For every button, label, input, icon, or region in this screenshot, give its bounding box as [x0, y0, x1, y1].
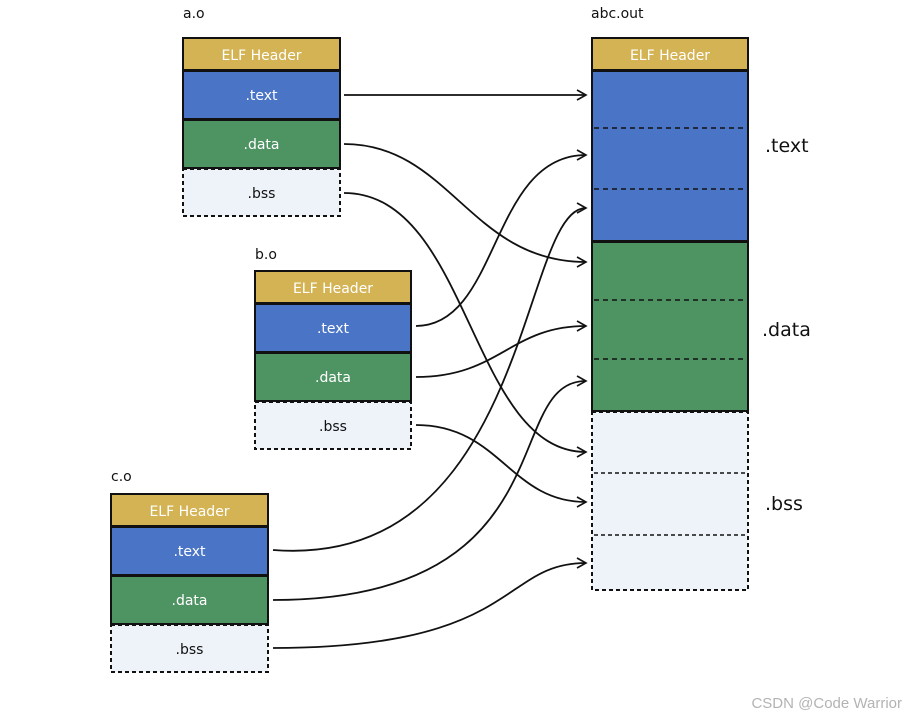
b-o-elf-header-label: ELF Header: [293, 281, 373, 297]
file-c-o-name: c.o: [111, 469, 132, 485]
abc-out-elf-header-label: ELF Header: [630, 48, 710, 64]
b-o-elf-header-block: [254, 270, 412, 304]
arrow-b-data-to-out-data: [415, 320, 588, 378]
arrow-b-text-to-out-text: [415, 149, 588, 327]
c-o-elf-header-block: [110, 493, 269, 527]
abc-out-data-caption: .data: [762, 319, 811, 341]
arrow-a-bss-to-out-bss: [343, 192, 588, 458]
c-o-text-label: .text: [173, 544, 206, 560]
file-c-o: c.o ELF Header .text .data .bss: [110, 469, 269, 673]
c-o-data-label: .data: [172, 593, 208, 609]
a-o-elf-header-block: [182, 37, 341, 71]
b-o-bss-label: .bss: [319, 419, 347, 435]
watermark: CSDN @Code Warrior: [751, 695, 902, 712]
c-o-text-section: [110, 526, 269, 576]
arrow-c-bss-to-out-bss: [272, 557, 588, 649]
abc-out-text-caption: .text: [765, 135, 809, 157]
abc-out-data-section: [591, 241, 749, 412]
a-o-text-section: [182, 70, 341, 120]
b-o-text-section: [254, 303, 412, 353]
a-o-elf-header-label: ELF Header: [221, 48, 301, 64]
b-o-data-label: .data: [315, 370, 351, 386]
arrow-c-data-to-out-data: [272, 375, 588, 601]
b-o-text-label: .text: [317, 321, 350, 337]
c-o-bss-section: [110, 624, 269, 673]
arrow-a-data-to-out-data: [343, 143, 588, 268]
abc-out-bss-caption: .bss: [765, 493, 803, 515]
file-b-o-name: b.o: [255, 247, 277, 263]
arrow-b-bss-to-out-bss: [415, 424, 588, 508]
a-o-text-label: .text: [245, 88, 278, 104]
a-o-data-label: .data: [244, 137, 280, 153]
file-a-o: a.o ELF Header .text .data .bss: [182, 6, 341, 217]
c-o-elf-header-label: ELF Header: [149, 504, 229, 520]
output-file-name: abc.out: [591, 6, 644, 22]
a-o-bss-label: .bss: [248, 186, 276, 202]
b-o-data-section: [254, 352, 412, 402]
abc-out-elf-header-block: [591, 37, 749, 71]
section-mapping-arrows: [272, 89, 588, 649]
abc-out-text-section: [591, 70, 749, 242]
abc-out-bss-section: [591, 411, 749, 591]
output-file-abc-out: abc.out ELF Header .text .data .bss: [591, 6, 811, 591]
file-a-o-name: a.o: [183, 6, 205, 22]
file-b-o: b.o ELF Header .text .data .bss: [254, 247, 412, 450]
b-o-bss-section: [254, 401, 412, 450]
c-o-data-section: [110, 575, 269, 625]
c-o-bss-label: .bss: [176, 642, 204, 658]
a-o-bss-section: [182, 168, 341, 217]
